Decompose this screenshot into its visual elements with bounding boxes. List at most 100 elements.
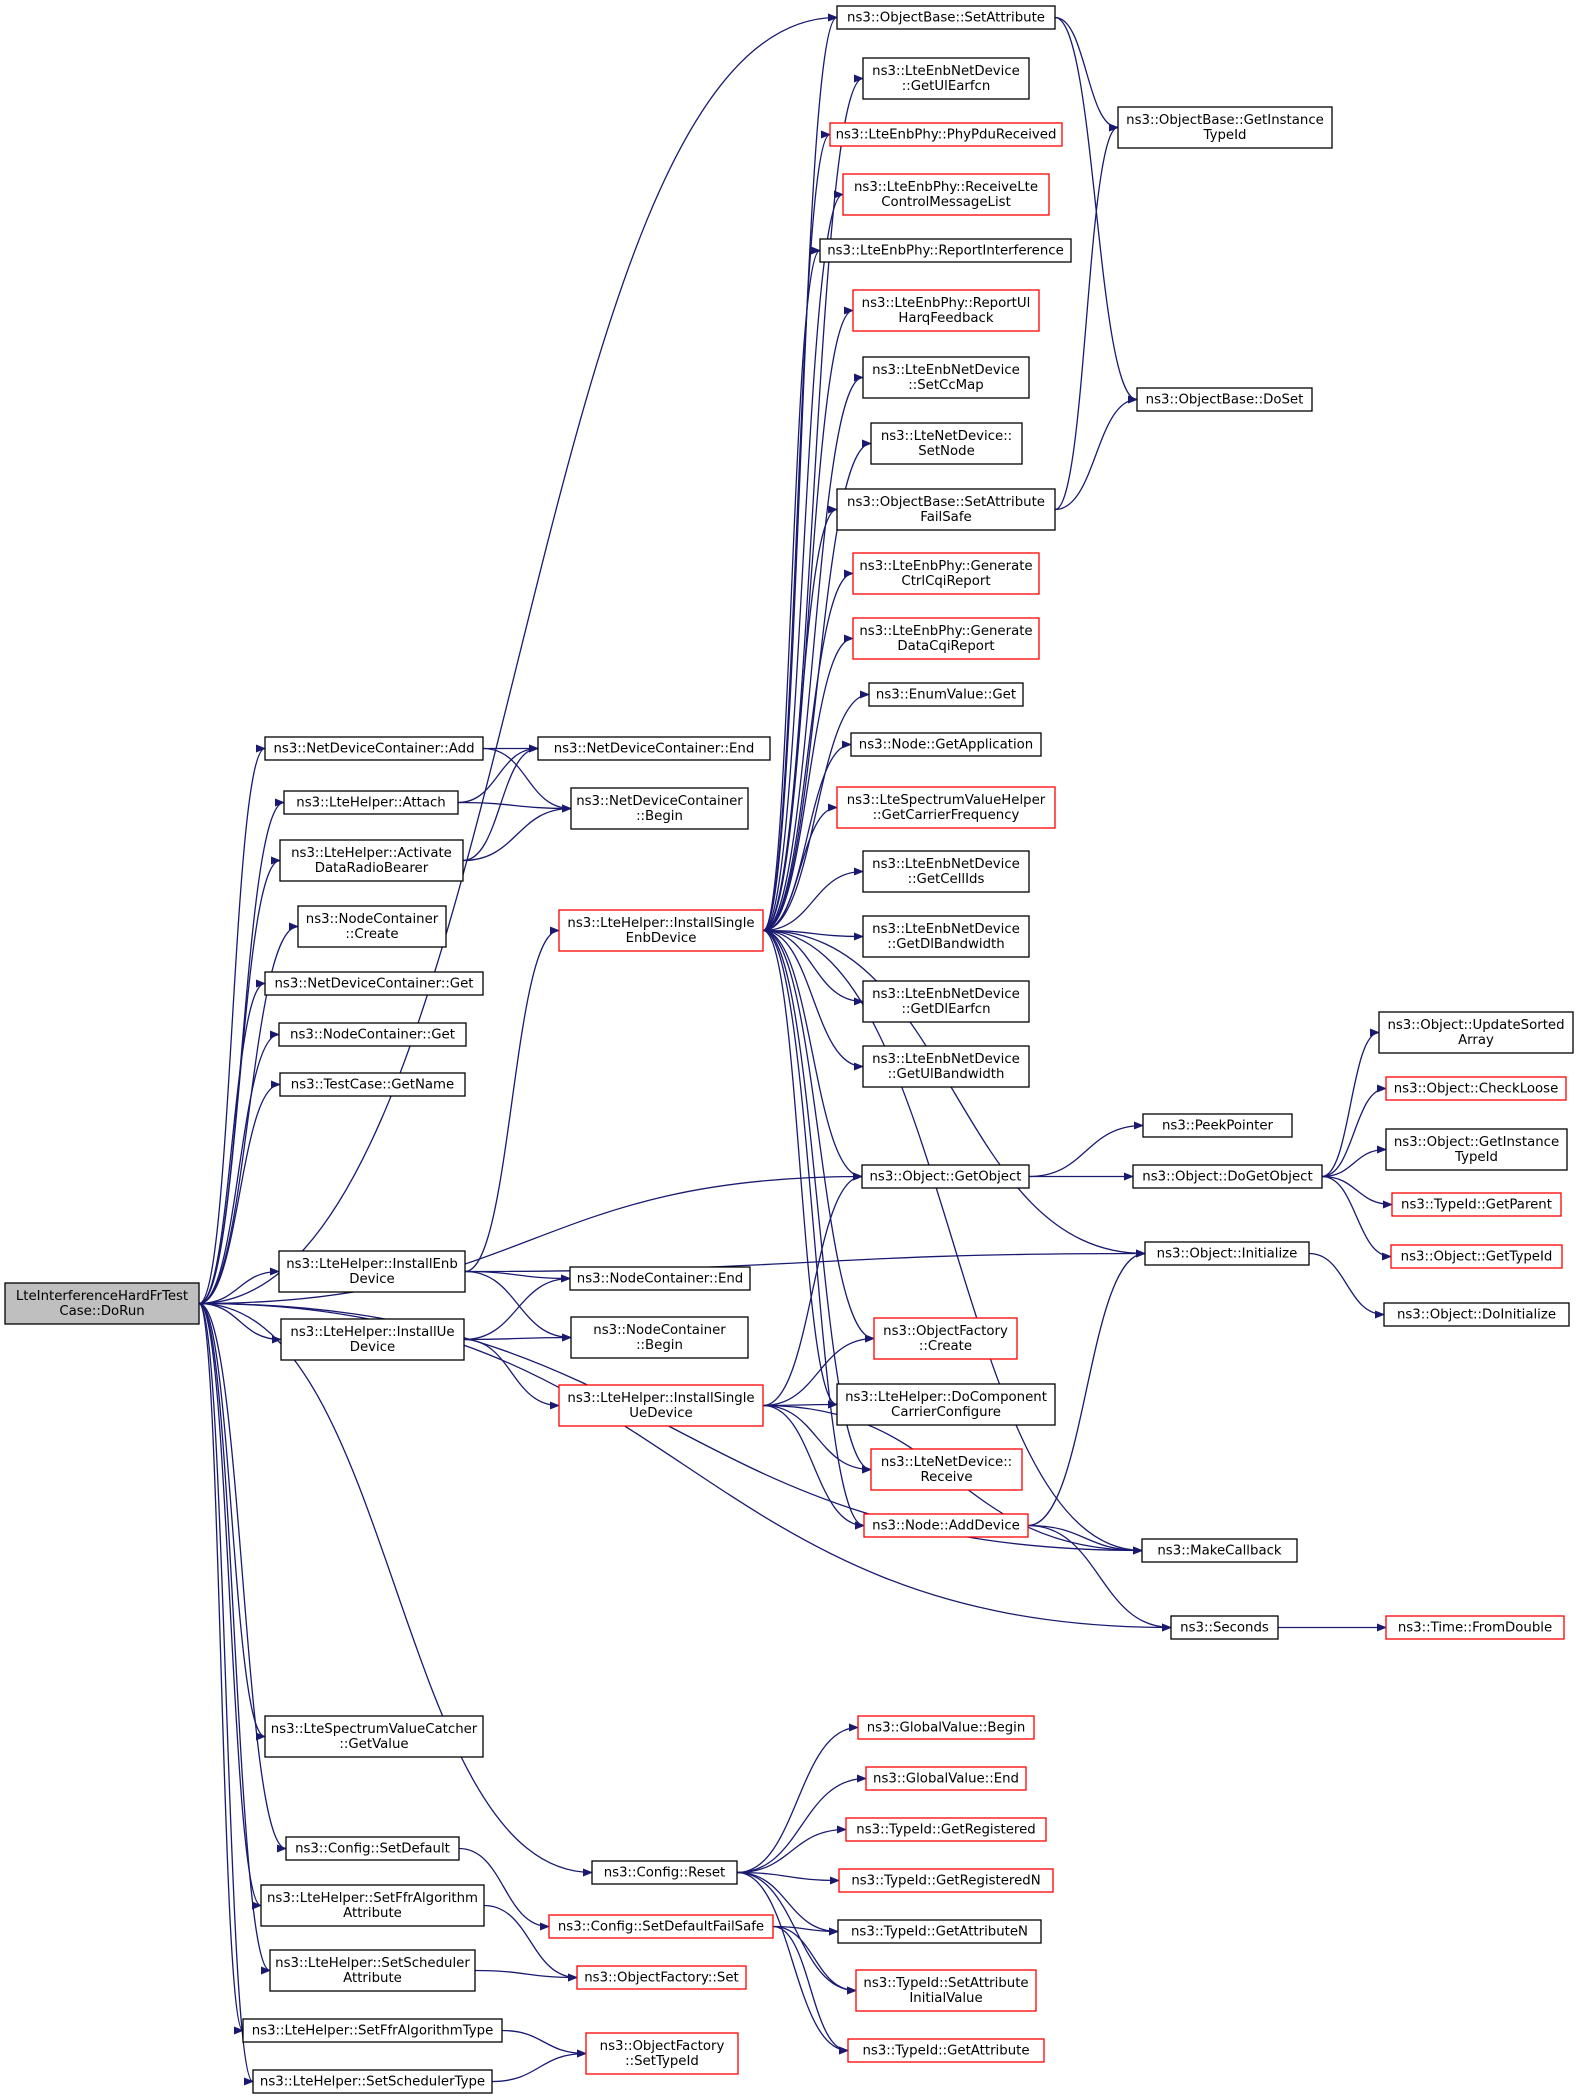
node-obj-getobject[interactable]: ns3::Object::GetObject — [861, 1164, 1030, 1189]
node-obj-gettypeid[interactable]: ns3::Object::GetTypeId — [1390, 1244, 1563, 1269]
node-lend-getdlearfcn[interactable]: ns3::LteEnbNetDevice::GetDlEarfcn — [862, 980, 1030, 1023]
call-edge — [762, 13, 838, 932]
node-label: ns3::LteHelper::InstallUe — [290, 1325, 454, 1340]
node-node-getapp[interactable]: ns3::Node::GetApplication — [850, 732, 1042, 757]
node-gv-end[interactable]: ns3::GlobalValue::End — [865, 1766, 1027, 1791]
node-lh-attach[interactable]: ns3::LteHelper::Attach — [283, 790, 459, 815]
call-edge — [457, 801, 572, 813]
node-of-settypeid[interactable]: ns3::ObjectFactory::SetTypeId — [585, 2032, 739, 2075]
node-ob-setattr[interactable]: ns3::ObjectBase::SetAttribute — [836, 5, 1056, 30]
node-tid-getreg[interactable]: ns3::TypeId::GetRegistered — [845, 1817, 1047, 1842]
call-edge — [772, 1925, 839, 1936]
node-lend-getulbw[interactable]: ns3::LteEnbNetDevice::GetUlBandwidth — [862, 1045, 1030, 1088]
node-lend-getcellids[interactable]: ns3::LteEnbNetDevice::GetCellIds — [862, 850, 1030, 893]
node-label: ns3::LteNetDevice:: — [881, 1455, 1012, 1470]
call-edge — [462, 804, 572, 862]
node-node-adddevice[interactable]: ns3::Node::AddDevice — [863, 1513, 1029, 1538]
node-label: Device — [350, 1340, 395, 1355]
node-lend-getdlbw[interactable]: ns3::LteEnbNetDevice::GetDlBandwidth — [862, 915, 1030, 958]
node-lnd-setnode[interactable]: ns3::LteNetDevice::SetNode — [870, 422, 1023, 465]
node-cfg-reset[interactable]: ns3::Config::Reset — [591, 1860, 738, 1885]
call-edge — [762, 803, 838, 932]
node-lh-docc[interactable]: ns3::LteHelper::DoComponentCarrierConfig… — [836, 1383, 1056, 1426]
node-cfg-setdefaultfs[interactable]: ns3::Config::SetDefaultFailSafe — [548, 1914, 774, 1939]
node-obj-dogetobject[interactable]: ns3::Object::DoGetObject — [1132, 1164, 1323, 1189]
node-lep-phypdu[interactable]: ns3::LteEnbPhy::PhyPduReceived — [829, 122, 1063, 147]
call-edge — [762, 929, 864, 1071]
node-lnd-receive[interactable]: ns3::LteNetDevice::Receive — [870, 1448, 1023, 1491]
node-tid-getregn[interactable]: ns3::TypeId::GetRegisteredN — [838, 1868, 1054, 1893]
node-time-fromdouble[interactable]: ns3::Time::FromDouble — [1385, 1615, 1565, 1640]
node-tc-getname[interactable]: ns3::TestCase::GetName — [279, 1072, 466, 1097]
node-box — [862, 356, 1030, 399]
node-label: ns3::LteHelper::InstallSingle — [567, 916, 754, 931]
node-lsvh-getcarrier[interactable]: ns3::LteSpectrumValueHelper::GetCarrierF… — [836, 786, 1056, 829]
node-nc-end[interactable]: ns3::NodeContainer::End — [569, 1266, 751, 1291]
node-tid-getparent[interactable]: ns3::TypeId::GetParent — [1391, 1192, 1562, 1217]
node-nc-get[interactable]: ns3::NodeContainer::Get — [278, 1022, 467, 1047]
node-lep-reportint[interactable]: ns3::LteEnbPhy::ReportInterference — [819, 238, 1072, 263]
node-lend-setccmap[interactable]: ns3::LteEnbNetDevice::SetCcMap — [862, 356, 1030, 399]
call-edge — [464, 926, 560, 1273]
node-of-create[interactable]: ns3::ObjectFactory::Create — [873, 1317, 1018, 1360]
node-lsvc-getvalue[interactable]: ns3::LteSpectrumValueCatcher::GetValue — [264, 1715, 484, 1758]
node-label: ns3::LteEnbPhy::PhyPduReceived — [836, 128, 1057, 143]
node-obj-initialize[interactable]: ns3::Object::Initialize — [1144, 1241, 1310, 1266]
call-edge — [762, 867, 864, 932]
node-lend-getulearfcn[interactable]: ns3::LteEnbNetDevice::GetUlEarfcn — [862, 57, 1030, 100]
node-box — [264, 971, 484, 996]
node-label: ::GetDlEarfcn — [901, 1002, 990, 1017]
call-edge — [762, 929, 872, 1474]
node-label: ::GetCellIds — [908, 872, 985, 887]
call-edge — [762, 190, 844, 932]
node-makecallback[interactable]: ns3::MakeCallback — [1141, 1538, 1298, 1563]
node-obj-checkloose[interactable]: ns3::Object::CheckLoose — [1385, 1076, 1567, 1101]
node-lh-setffrtype[interactable]: ns3::LteHelper::SetFfrAlgorithmType — [242, 2018, 503, 2043]
node-ev-get[interactable]: ns3::EnumValue::Get — [868, 682, 1024, 707]
node-obj-doinitialize[interactable]: ns3::Object::DoInitialize — [1383, 1302, 1570, 1327]
node-lh-setschedtype[interactable]: ns3::LteHelper::SetSchedulerType — [252, 2069, 493, 2094]
node-ndc-get[interactable]: ns3::NetDeviceContainer::Get — [264, 971, 484, 996]
node-ndc-end[interactable]: ns3::NetDeviceContainer::End — [537, 736, 771, 761]
node-lep-recvctrl[interactable]: ns3::LteEnbPhy::ReceiveLteControlMessage… — [842, 173, 1050, 216]
node-tid-getattr[interactable]: ns3::TypeId::GetAttribute — [847, 2038, 1045, 2063]
node-box — [829, 122, 1063, 147]
node-cfg-setdefault[interactable]: ns3::Config::SetDefault — [285, 1836, 460, 1861]
node-ndc-begin[interactable]: ns3::NetDeviceContainer::Begin — [570, 787, 749, 830]
node-nc-create[interactable]: ns3::NodeContainer::Create — [297, 905, 447, 948]
node-label: ns3::Object::GetTypeId — [1401, 1250, 1553, 1265]
node-ndc-add[interactable]: ns3::NetDeviceContainer::Add — [264, 736, 484, 761]
node-nc-begin[interactable]: ns3::NodeContainer::Begin — [570, 1316, 749, 1359]
node-box — [278, 1022, 467, 1047]
node-ob-doset[interactable]: ns3::ObjectBase::DoSet — [1136, 387, 1313, 412]
node-peekpointer[interactable]: ns3::PeekPointer — [1142, 1113, 1293, 1138]
node-label: Receive — [920, 1470, 972, 1485]
node-gv-begin[interactable]: ns3::GlobalValue::Begin — [857, 1715, 1035, 1740]
node-box — [558, 909, 764, 952]
node-seconds[interactable]: ns3::Seconds — [1170, 1615, 1279, 1640]
node-tid-getattrn[interactable]: ns3::TypeId::GetAttributeN — [837, 1919, 1042, 1944]
call-edge — [762, 505, 838, 932]
call-edge — [463, 1274, 571, 1341]
node-box — [863, 1513, 1029, 1538]
node-box — [850, 732, 1042, 757]
call-edge — [1308, 1252, 1385, 1319]
node-box — [4, 1282, 200, 1325]
node-of-set[interactable]: ns3::ObjectFactory::Set — [576, 1965, 747, 1990]
